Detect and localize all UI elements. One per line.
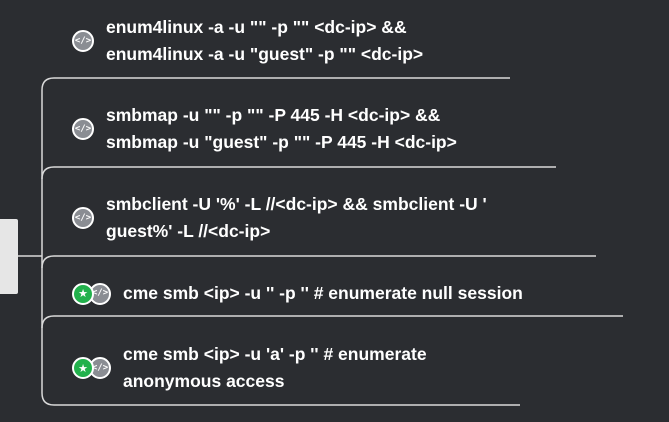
node-cme-null-session[interactable]: ★ </> cme smb <ip> -u '' -p '' # enumera… <box>72 280 523 307</box>
node-text-line: enum4linux -a -u "guest" -p "" <dc-ip> <box>106 44 424 64</box>
node-enum4linux[interactable]: </> enum4linux -a -u "" -p "" <dc-ip> &&… <box>72 14 423 68</box>
code-icon: </> <box>72 118 94 140</box>
row-separator <box>41 166 556 180</box>
node-text-line: cme smb <ip> -u '' -p '' # enumerate nul… <box>123 283 523 303</box>
star-icon: ★ <box>72 357 94 379</box>
node-text: smbclient -U '%' -L //<dc-ip> && smbclie… <box>106 191 487 245</box>
node-text: cme smb <ip> -u 'a' -p '' # enumerate an… <box>123 341 427 395</box>
node-smbclient[interactable]: </> smbclient -U '%' -L //<dc-ip> && smb… <box>72 191 487 245</box>
node-text-line: smbmap -u "" -p "" -P 445 -H <dc-ip> && <box>106 105 441 125</box>
parent-node-stub[interactable] <box>0 219 18 294</box>
node-cme-anonymous[interactable]: ★ </> cme smb <ip> -u 'a' -p '' # enumer… <box>72 341 427 395</box>
node-text-line: cme smb <ip> -u 'a' -p '' # enumerate <box>123 344 427 364</box>
code-icon: </> <box>72 30 94 52</box>
node-text-line: guest%' -L //<dc-ip> <box>106 221 271 241</box>
star-icon: ★ <box>72 282 94 305</box>
node-text: smbmap -u "" -p "" -P 445 -H <dc-ip> && … <box>106 102 457 156</box>
node-text-line: smbmap -u "guest" -p "" -P 445 -H <dc-ip… <box>106 132 457 152</box>
code-icon: </> <box>72 207 94 229</box>
node-text: cme smb <ip> -u '' -p '' # enumerate nul… <box>123 280 523 307</box>
row-separator <box>41 315 623 329</box>
node-smbmap[interactable]: </> smbmap -u "" -p "" -P 445 -H <dc-ip>… <box>72 102 457 156</box>
node-text-line: anonymous access <box>123 371 285 391</box>
node-text: enum4linux -a -u "" -p "" <dc-ip> && enu… <box>106 14 423 68</box>
node-text-line: smbclient -U '%' -L //<dc-ip> && smbclie… <box>106 194 487 214</box>
row-separator <box>41 255 596 269</box>
node-text-line: enum4linux -a -u "" -p "" <dc-ip> && <box>106 17 407 37</box>
